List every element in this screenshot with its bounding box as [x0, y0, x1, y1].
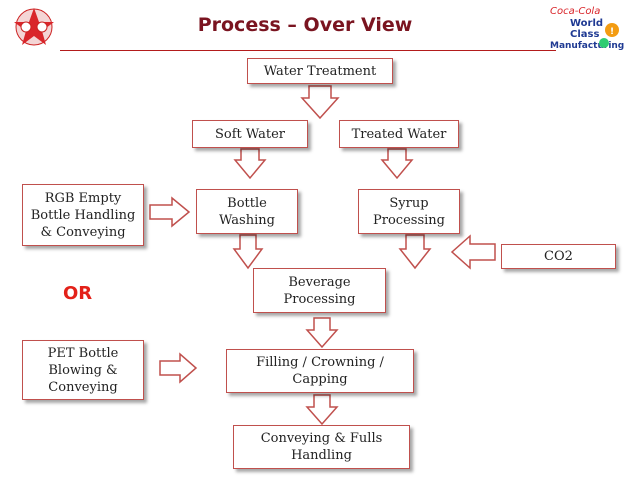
logo-line2: Class — [570, 29, 599, 40]
soft-water-box: Soft Water — [192, 120, 308, 148]
syrup-processing-box: Syrup Processing — [358, 189, 460, 234]
bottle-washing-box: Bottle Washing — [196, 189, 298, 234]
logo-line1: World — [570, 18, 603, 29]
water-treatment-box: Water Treatment — [247, 58, 393, 84]
conveying-fulls-handling-box: Conveying & Fulls Handling — [233, 425, 410, 469]
arrow-right-1 — [149, 196, 191, 228]
co2-box: CO2 — [501, 244, 616, 269]
treated-water-box: Treated Water — [339, 120, 459, 148]
arrow-left-co2 — [450, 234, 496, 270]
arrow-down-2 — [233, 148, 267, 180]
svg-text:!: ! — [610, 27, 614, 37]
logo-brand-text: Coca-Cola — [550, 6, 600, 17]
world-class-manufacturing-logo: Coca-Cola World Class Manufacturing ! — [550, 6, 624, 51]
page-title: Process – Over View — [197, 14, 413, 36]
or-label: OR — [63, 283, 93, 304]
arrow-down-1 — [300, 85, 340, 120]
arrow-right-2 — [159, 352, 198, 384]
company-logo-left — [14, 8, 54, 46]
logo-line3: Manufacturing — [550, 41, 624, 51]
rgb-empty-bottle-box: RGB Empty Bottle Handling & Conveying — [22, 184, 144, 246]
arrow-down-5 — [398, 234, 432, 270]
gear-icon — [605, 23, 619, 37]
arrow-down-4 — [232, 234, 264, 270]
arrow-down-6 — [305, 317, 339, 349]
arrow-down-3 — [380, 148, 414, 180]
filling-crowning-capping-box: Filling / Crowning / Capping — [226, 349, 414, 393]
title-underline — [60, 50, 556, 51]
pet-bottle-box: PET Bottle Blowing & Conveying — [22, 340, 144, 400]
gear-small-icon — [599, 38, 609, 48]
beverage-processing-box: Beverage Processing — [253, 268, 386, 313]
arrow-down-7 — [305, 394, 339, 426]
